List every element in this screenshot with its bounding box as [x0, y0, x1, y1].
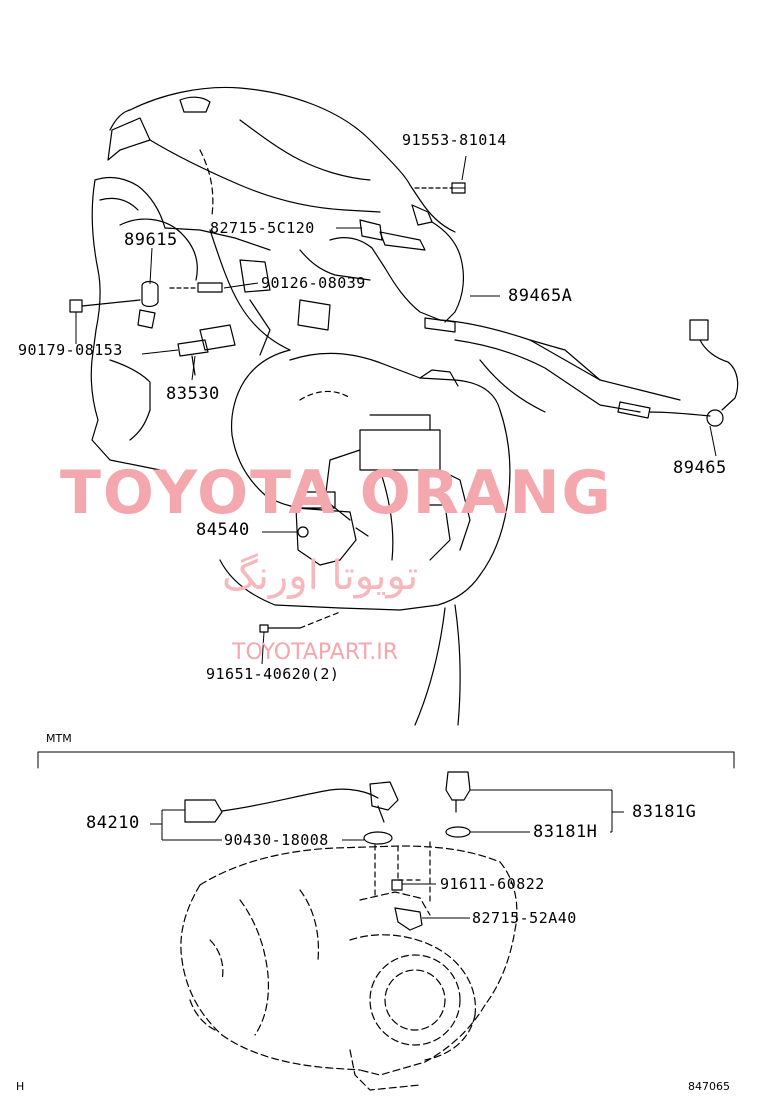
- part-label-84540: 84540: [196, 520, 250, 540]
- part-label-90430-18008: 90430-18008: [224, 831, 329, 849]
- section-label-mtm: MTM: [46, 732, 72, 745]
- part-label-84210: 84210: [86, 813, 140, 833]
- part-label-91651-40620: 91651-40620(2): [206, 665, 340, 683]
- part-label-90126-08039: 90126-08039: [261, 274, 366, 292]
- corner-marker: H: [16, 1080, 25, 1093]
- part-label-89465a: 89465A: [508, 286, 573, 306]
- part-label-83181g: 83181G: [632, 802, 697, 822]
- part-label-91553-81014: 91553-81014: [402, 131, 507, 149]
- part-label-82715-5c120: 82715-5C120: [210, 219, 315, 237]
- part-label-90179-08153: 90179-08153: [18, 341, 123, 359]
- part-label-82715-52a40: 82715-52A40: [472, 909, 577, 927]
- part-label-89465: 89465: [673, 458, 727, 478]
- part-label-89615: 89615: [124, 230, 178, 250]
- diagram-number: 847065: [688, 1080, 730, 1093]
- part-label-83530: 83530: [166, 384, 220, 404]
- part-label-83181h: 83181H: [533, 822, 598, 842]
- part-label-91611-60822: 91611-60822: [440, 875, 545, 893]
